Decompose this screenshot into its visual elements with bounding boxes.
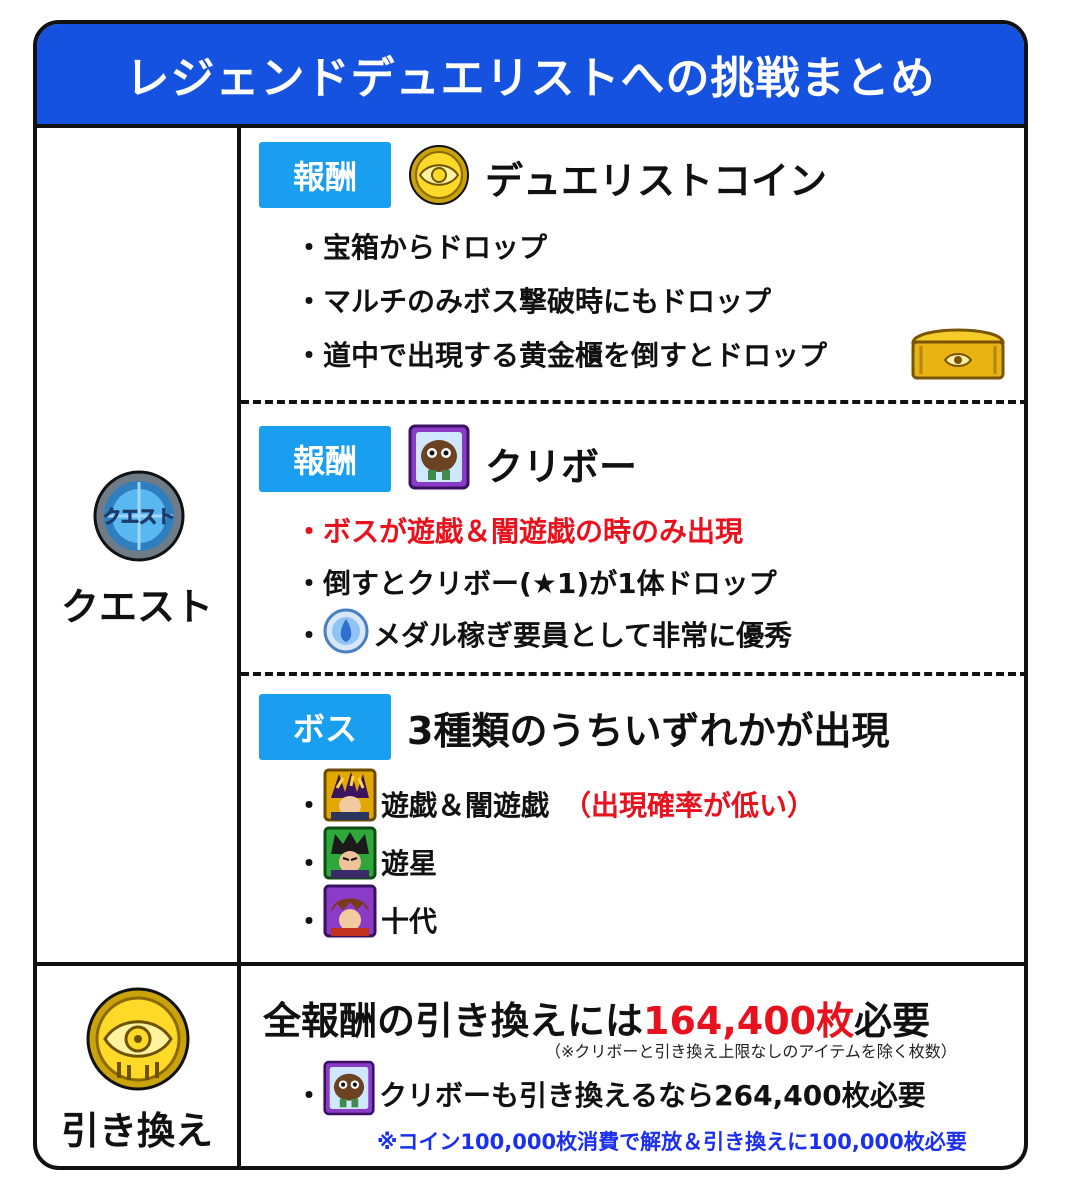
reward1-item-3: ・道中で出現する黄金櫃を倒すとドロップ xyxy=(295,339,828,372)
reward-title-1: デュエリストコイン xyxy=(485,159,828,203)
quest-badge-text: クエスト xyxy=(103,507,175,528)
page-title: レジェンドデュエリストへの挑戦まとめ xyxy=(125,53,936,104)
exchange-bullet: ・ xyxy=(295,1079,324,1112)
title-bar: レジェンドデュエリストへの挑戦まとめ xyxy=(37,24,1024,128)
boss-name-2: 遊星 xyxy=(381,847,438,880)
reward-title-2: クリボー xyxy=(485,445,638,489)
exchange-total-line: 全報酬の引き換えには164,400枚必要 xyxy=(263,990,930,1045)
kuriboh-icon xyxy=(323,1060,375,1116)
duelist-coin-icon xyxy=(86,987,190,1091)
reward1-item-2: ・マルチのみボス撃破時にもドロップ xyxy=(295,285,772,318)
reward2-item-1: ・ボスが遊戯＆闇遊戯の時のみ出現 xyxy=(295,515,744,548)
kuriboh-icon xyxy=(408,424,470,490)
quest-badge-icon: クエスト xyxy=(93,470,185,562)
boss-name-1: 遊戯＆闇遊戯 xyxy=(381,789,550,822)
reward-tag-1: 報酬 xyxy=(259,142,391,208)
boss-bullet-1: ・ xyxy=(295,789,324,822)
row-divider xyxy=(37,962,1024,966)
quest-label: クエスト xyxy=(60,585,213,629)
section-divider-2 xyxy=(241,672,1024,676)
column-divider xyxy=(237,128,241,1166)
boss-bullet-3: ・ xyxy=(295,905,324,938)
duelist-coin-icon xyxy=(409,145,469,205)
golden-chest-icon xyxy=(911,328,1005,380)
reward2-item-3: メダル稼ぎ要員として非常に優秀 xyxy=(373,619,793,652)
reward-tag-2: 報酬 xyxy=(259,426,391,492)
yusei-icon xyxy=(323,826,377,880)
exchange-footnote: ※コイン100,000枚消費で解放＆引き換えに100,000枚必要 xyxy=(377,1130,967,1154)
yugi-icon xyxy=(323,768,377,822)
exchange-total-post: 必要 xyxy=(854,999,931,1043)
exchange-note: （※クリボーと引き換え上限なしのアイテムを除く枚数） xyxy=(545,1042,957,1061)
boss-tag: ボス xyxy=(259,694,391,760)
reward2-item-3-bullet: ・ xyxy=(295,619,324,652)
exchange-total-amount: 164,400枚 xyxy=(643,999,855,1043)
exchange-total-pre: 全報酬の引き換えには xyxy=(263,999,644,1043)
boss-note-1: （出現確率が低い） xyxy=(563,789,816,822)
boss-bullet-2: ・ xyxy=(295,847,324,880)
summary-card: レジェンドデュエリストへの挑戦まとめ クエスト クエスト 引き換え 報酬 デュエ… xyxy=(33,20,1028,1170)
exchange-kuriboh-line: クリボーも引き換えるなら264,400枚必要 xyxy=(379,1079,926,1112)
boss-name-3: 十代 xyxy=(381,905,438,938)
exchange-label: 引き換え xyxy=(60,1109,213,1153)
section-divider-1 xyxy=(241,400,1024,404)
judai-icon xyxy=(323,884,377,938)
boss-title: 3種類のうちいずれかが出現 xyxy=(407,709,890,753)
medal-icon xyxy=(323,608,369,654)
reward1-item-1: ・宝箱からドロップ xyxy=(295,231,548,264)
reward2-item-2: ・倒すとクリボー(★1)が1体ドロップ xyxy=(295,567,777,600)
